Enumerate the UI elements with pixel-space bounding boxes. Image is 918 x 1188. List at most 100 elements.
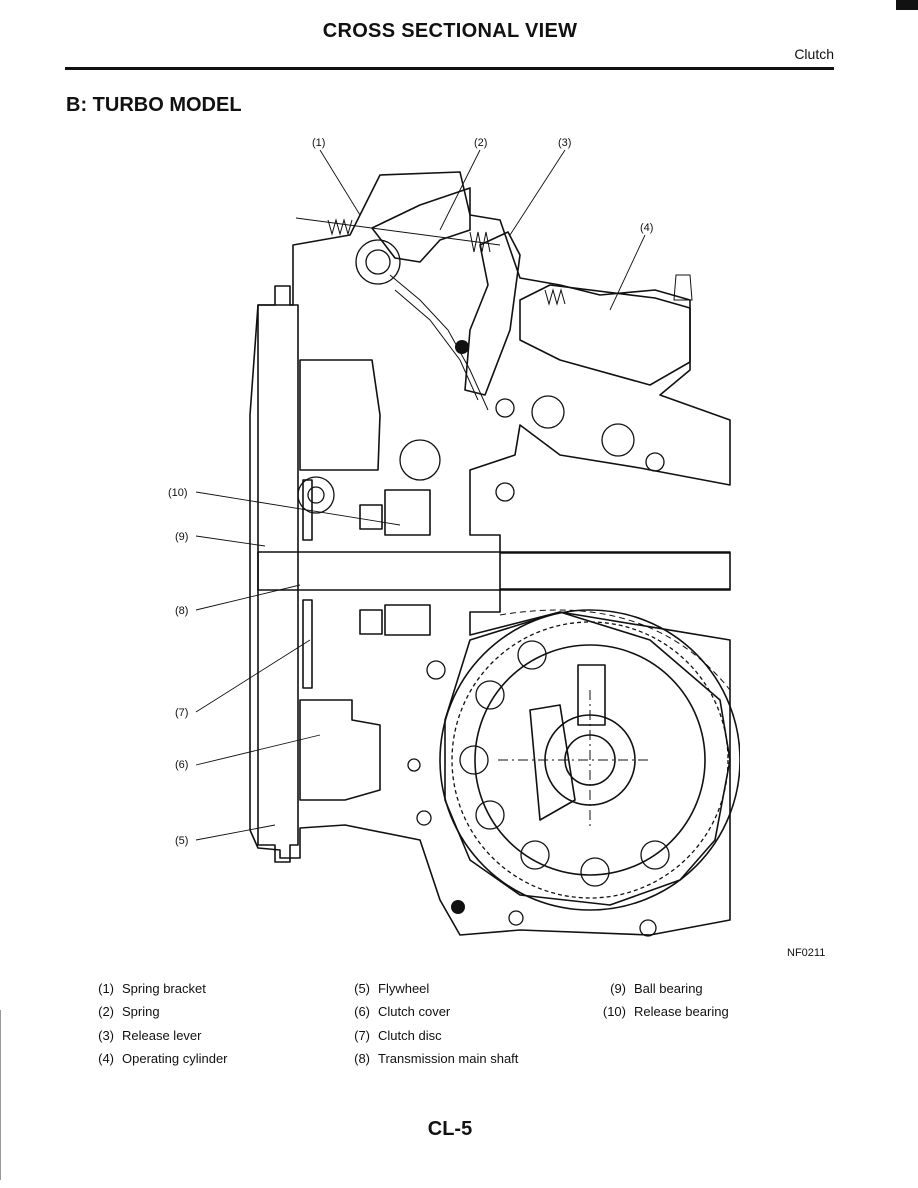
legend-item: (1) Spring bracket [80,981,206,996]
ball-bearing-outline-lower [359,609,383,635]
legend-label: Clutch cover [378,1004,451,1019]
callout-1: (1) [312,137,325,149]
bolt-head-5 [520,840,550,870]
leader-line-10 [195,491,401,526]
legend-number: (2) [98,1004,114,1019]
callout-3: (3) [558,137,571,149]
pinion-gear-outline [577,664,606,726]
legend-item: (3) Release lever [80,1028,202,1043]
legend-number: (6) [354,1004,370,1019]
legend-label: Release bearing [634,1004,729,1019]
leader-line-1 [319,149,361,216]
legend-number: (10) [602,1004,626,1019]
nut-upper [531,395,565,429]
leader-line-9 [195,535,266,547]
legend-number: (9) [610,981,626,996]
page-title: CROSS SECTIONAL VIEW [322,20,578,42]
legend-item: (8)Transmission main shaft [336,1051,518,1066]
legend-item: (9) Ball bearing [592,981,703,996]
header-rule [65,67,834,70]
bolt-head-4 [475,800,505,830]
bevel-gear-outline [529,704,576,821]
leader-line-4 [609,234,646,311]
section-heading: B: TURBO MODEL [66,94,242,116]
ring-gear-dash-arc [499,609,731,691]
leader-line-8 [195,584,301,611]
legend-number: (7) [354,1028,370,1043]
clutch-cross-section-diagram: (1) (2) (3) (4) (5) (6) (7) (8) (9) (10) [168,137,740,937]
case-hole-6 [416,810,432,826]
case-hole-1 [495,398,515,418]
leader-line-7 [195,639,311,713]
case-hole-5 [407,758,421,772]
case-hole-4 [426,660,446,680]
legend-label: Spring bracket [122,981,206,996]
page-corner-mark [896,0,918,10]
fill-plug [399,439,441,481]
main-shaft-outline [257,551,501,591]
ring-gear-inner [474,644,706,876]
case-hole-7 [508,910,524,926]
release-lever-outline [464,231,521,396]
fork-linkage [389,274,489,411]
bolt-head-6 [580,857,610,887]
bolt-head-2 [475,680,505,710]
flywheel-outline [257,285,299,863]
release-bearing-outline [384,489,431,536]
legend-label: Flywheel [378,981,430,996]
pivot-boss [355,239,401,285]
section-tag: Clutch [794,46,834,62]
legend-item: (4) Operating cylinder [80,1051,228,1066]
clutch-cover-lower-outline [299,699,381,801]
spring-rod [295,217,501,246]
legend-item: (2) Spring [80,1004,160,1019]
legend-label: Ball bearing [634,981,703,996]
grease-point-upper [455,340,469,354]
fork-linkage-2 [394,289,479,401]
leader-line-2 [439,149,481,231]
ring-gear-outer [439,609,740,911]
legend-label: Clutch disc [378,1028,442,1043]
input-hub [297,476,335,514]
bolt-head-3 [459,745,489,775]
operating-cylinder-spring [544,288,566,306]
legend-item: (5) Flywheel [336,981,429,996]
leader-line-6 [195,734,321,766]
callout-10: (10) [168,487,188,499]
clutch-disc-outline [302,479,313,689]
grease-point-lower [451,900,465,914]
callout-2: (2) [474,137,487,149]
legend-number: (5) [354,981,370,996]
case-hole-3 [645,452,665,472]
input-hub-inner [307,486,325,504]
page-number: CL-5 [427,1118,473,1140]
callout-5: (5) [175,835,188,847]
legend-number: (3) [98,1028,114,1043]
spring-coil-left [327,218,353,236]
callout-8: (8) [175,605,188,617]
legend-label: Spring [122,1004,160,1019]
release-bearing-outline-lower [384,604,431,636]
callout-7: (7) [175,707,188,719]
legend-label: Transmission main shaft [378,1051,519,1066]
leader-line-3 [509,149,566,236]
figure-code: NF0211 [787,947,826,959]
legend-item: (10) Release bearing [592,1004,729,1019]
legend-label: Operating cylinder [122,1051,228,1066]
legend-number: (4) [98,1051,114,1066]
bolt-head-1 [517,640,547,670]
legend-label: Release lever [122,1028,202,1043]
case-hole-2 [495,482,515,502]
nut-lower [601,423,635,457]
legend-number: (1) [98,981,114,996]
case-hole-8 [639,919,657,937]
operating-cylinder-outline [519,284,691,386]
callout-4: (4) [640,222,653,234]
callout-9: (9) [175,531,188,543]
leader-line-5 [195,824,276,841]
parts-legend: (1) Spring bracket (2) Spring (3) Release l… [80,981,840,1081]
clutch-cover-outline [299,359,381,471]
pivot-boss-inner [365,249,391,275]
bolt-head-7 [640,840,670,870]
legend-item: (6) Clutch cover [336,1004,450,1019]
